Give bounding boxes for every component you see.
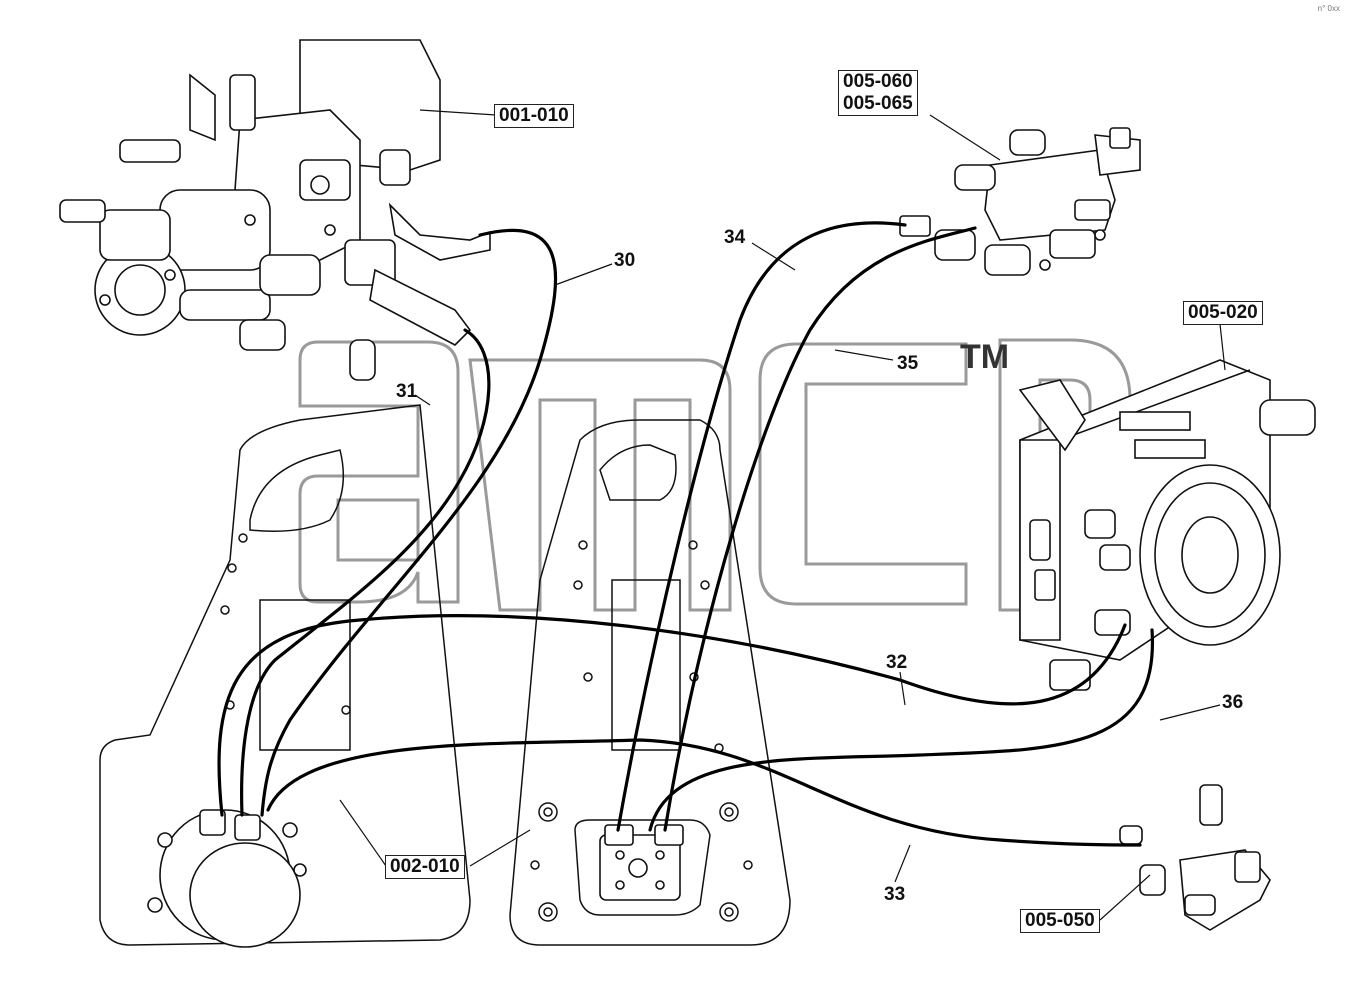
hose-35 — [663, 226, 977, 832]
ref-label: 005-060 — [843, 71, 913, 92]
ref-box-005-050: 005-050 — [1020, 909, 1100, 933]
callout-34: 34 — [724, 227, 746, 248]
callout-32: 32 — [886, 652, 908, 673]
hose-31 — [240, 328, 491, 817]
leader-36 — [1159, 704, 1221, 721]
left-mounting-plate — [99, 404, 471, 946]
callout-31: 31 — [396, 381, 418, 402]
hose-30 — [260, 228, 558, 817]
leader-002-010-b — [469, 829, 531, 867]
ref-box-005-060: 005-060 005-065 — [838, 70, 918, 116]
leader-30 — [554, 263, 613, 286]
hose-32 — [217, 614, 1127, 817]
hydraulic-pump-assembly — [59, 39, 491, 381]
watermark-trademark: TM — [960, 338, 1010, 376]
hydraulic-motor — [147, 809, 307, 948]
ref-label: 005-020 — [1188, 302, 1258, 323]
bottom-right-valve — [1119, 784, 1271, 931]
ref-box-002-010: 002-010 — [385, 855, 465, 879]
center-mounting-plate — [509, 419, 791, 946]
watermark-letter-a — [298, 340, 460, 604]
callout-30: 30 — [614, 250, 636, 271]
leader-35 — [834, 349, 894, 361]
control-valve-block — [899, 127, 1141, 276]
callout-33: 33 — [884, 884, 906, 905]
leader-32 — [899, 671, 906, 706]
leader-33 — [894, 844, 911, 883]
watermark-logo — [298, 338, 1132, 612]
leader-005-060 — [929, 114, 1001, 161]
watermark-letter-c — [758, 342, 968, 606]
hose-34 — [616, 221, 907, 832]
corner-mark: n° 0xx — [1317, 4, 1340, 13]
ref-box-005-020: 005-020 — [1183, 301, 1263, 325]
ref-box-001-010: 001-010 — [494, 104, 574, 128]
ref-label: 005-065 — [843, 93, 913, 114]
oil-cooler — [1018, 359, 1316, 691]
leader-001-010 — [419, 109, 497, 116]
center-valve — [599, 824, 684, 901]
hose-lines — [217, 221, 1154, 847]
leader-005-050 — [1099, 874, 1151, 921]
leader-002-010 — [339, 799, 387, 867]
leader-31 — [414, 394, 431, 406]
callout-35: 35 — [897, 353, 919, 374]
callout-36: 36 — [1222, 692, 1244, 713]
leader-005-020 — [1219, 323, 1226, 371]
watermark-letter-m — [468, 358, 732, 612]
leader-lines — [339, 109, 1226, 921]
hose-33 — [266, 738, 1142, 847]
ref-label: 002-010 — [390, 856, 460, 877]
leader-34 — [751, 242, 796, 271]
ref-label: 005-050 — [1025, 910, 1095, 931]
hose-36 — [648, 628, 1154, 832]
ref-label: 001-010 — [499, 105, 569, 126]
